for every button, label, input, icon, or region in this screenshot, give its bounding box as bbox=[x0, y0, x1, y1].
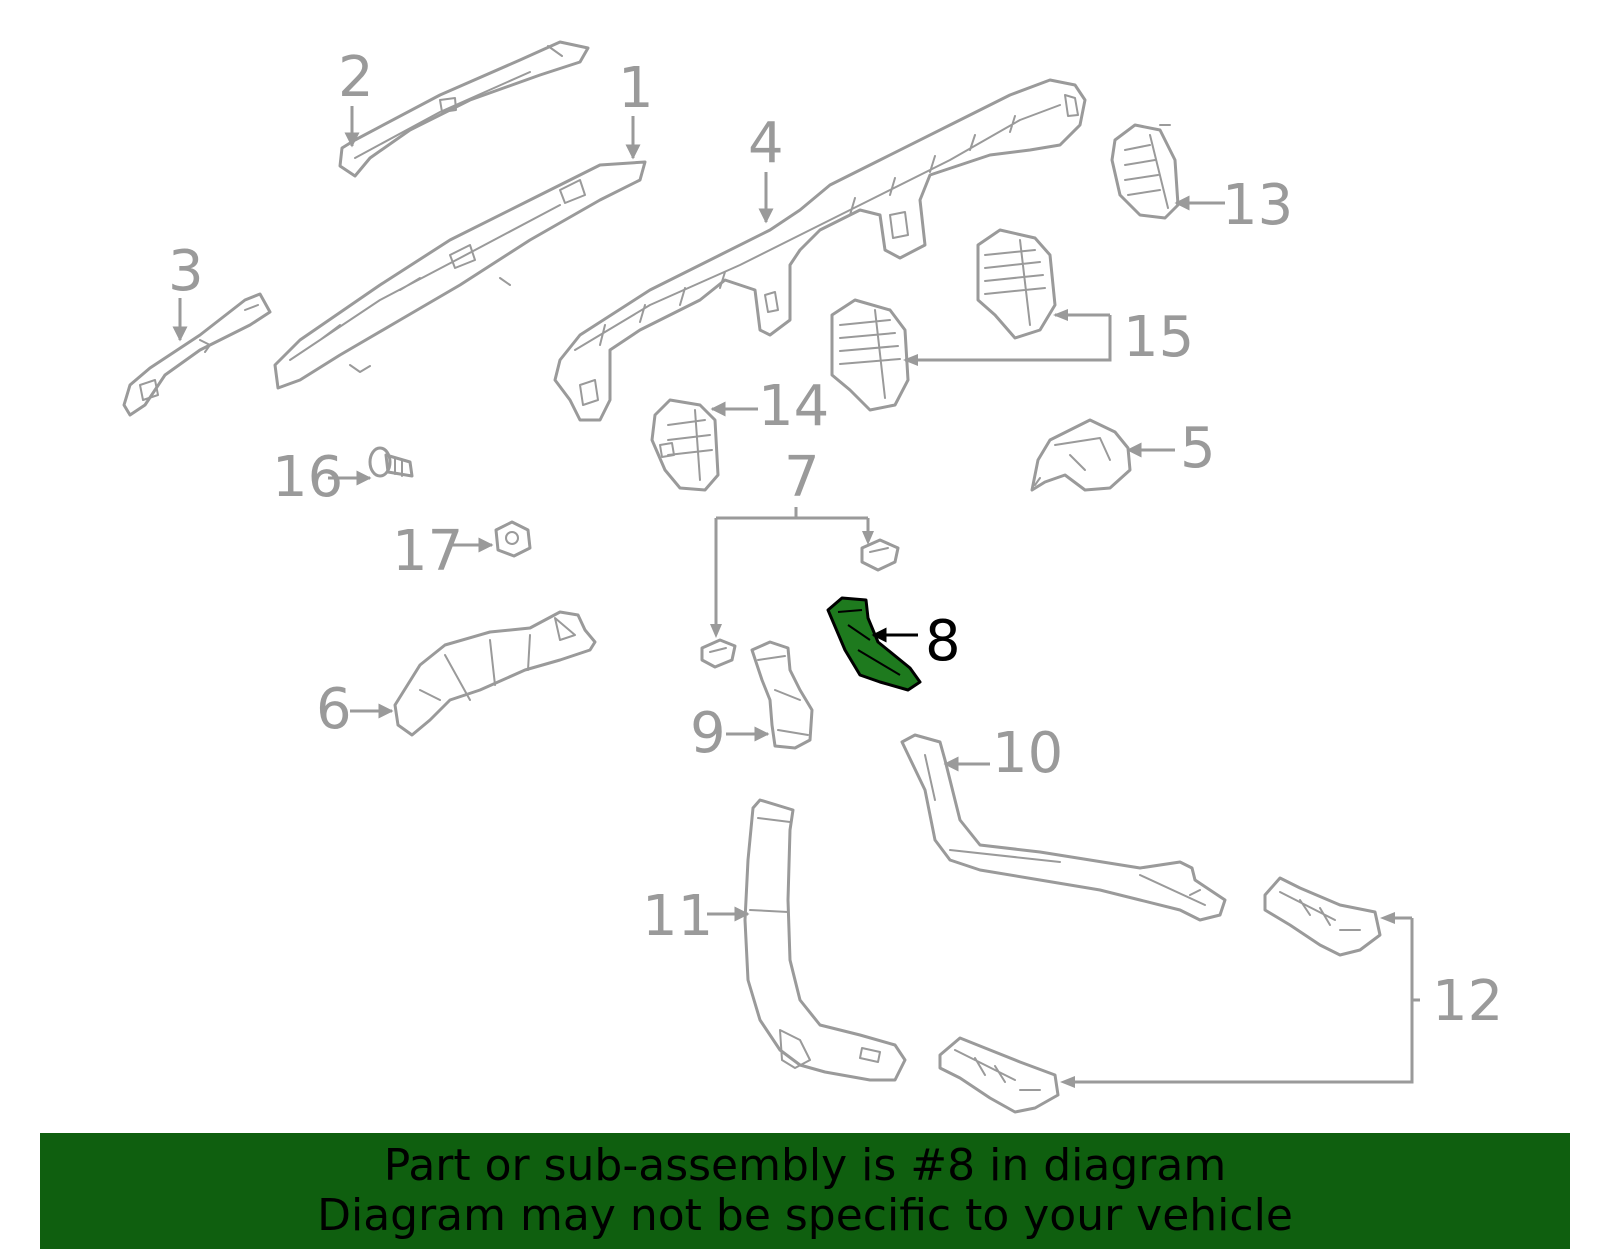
leader-7-arrow-lower bbox=[710, 624, 722, 638]
callout-6-label: 6 bbox=[316, 677, 352, 742]
callout-14-label: 14 bbox=[758, 374, 829, 439]
part-4-main-duct[interactable] bbox=[553, 78, 1087, 422]
part-17-nut[interactable] bbox=[494, 520, 532, 558]
callout-13-label: 13 bbox=[1222, 173, 1293, 238]
part-1-bracket[interactable] bbox=[273, 160, 647, 390]
leader-12-arrow-lower bbox=[1060, 1076, 1075, 1088]
callout-5-label: 5 bbox=[1180, 416, 1216, 481]
callout-17: 17 bbox=[392, 519, 494, 584]
part-5-bracket[interactable] bbox=[1030, 418, 1132, 492]
part-9-duct[interactable] bbox=[750, 640, 814, 750]
part-2-duct[interactable] bbox=[338, 40, 590, 178]
callout-16: 16 bbox=[272, 445, 372, 510]
callout-3: 3 bbox=[168, 239, 204, 342]
part-10-duct[interactable] bbox=[900, 733, 1227, 922]
callout-5: 5 bbox=[1126, 416, 1216, 481]
callout-1: 1 bbox=[618, 56, 654, 160]
leader-7 bbox=[714, 507, 870, 634]
part-13-vent[interactable] bbox=[1110, 123, 1180, 220]
callout-1-label: 1 bbox=[618, 56, 654, 121]
callout-8: 8 bbox=[871, 609, 961, 674]
callout-2-label: 2 bbox=[338, 45, 374, 110]
part-14-vent[interactable] bbox=[650, 398, 720, 492]
callout-4: 4 bbox=[748, 111, 784, 224]
callout-9-label: 9 bbox=[690, 701, 726, 766]
banner-line-2: Diagram may not be specific to your vehi… bbox=[317, 1190, 1293, 1241]
part-3-duct[interactable] bbox=[122, 292, 272, 417]
leader-15-arrow-upper bbox=[1053, 309, 1068, 321]
callout-7-label: 7 bbox=[784, 445, 820, 510]
part-15-vent-upper[interactable] bbox=[976, 228, 1057, 340]
info-banner: Part or sub-assembly is #8 in diagram Di… bbox=[40, 1133, 1570, 1249]
part-8-duct-highlighted[interactable] bbox=[826, 596, 922, 692]
part-7-clip-lower[interactable] bbox=[700, 638, 737, 669]
parts-diagram: 2 1 3 4 13 bbox=[122, 40, 1503, 1114]
callout-3-label: 3 bbox=[168, 239, 204, 304]
callout-8-label: 8 bbox=[925, 609, 961, 674]
callout-15: 15 bbox=[903, 305, 1194, 370]
leader-12 bbox=[1065, 916, 1420, 1084]
callout-14: 14 bbox=[710, 374, 829, 439]
part-11-duct[interactable] bbox=[743, 798, 907, 1082]
leader-15 bbox=[905, 313, 1112, 362]
banner-line-1: Part or sub-assembly is #8 in diagram bbox=[383, 1140, 1227, 1191]
callout-15-label: 15 bbox=[1123, 305, 1194, 370]
callout-4-label: 4 bbox=[748, 111, 784, 176]
callout-2: 2 bbox=[338, 45, 374, 148]
callout-9: 9 bbox=[690, 701, 770, 766]
callout-11: 11 bbox=[642, 884, 750, 949]
callout-10: 10 bbox=[943, 721, 1063, 786]
leader-15-arrow-lower bbox=[903, 354, 918, 366]
callout-10-label: 10 bbox=[992, 721, 1063, 786]
callout-11-label: 11 bbox=[642, 884, 713, 949]
callout-7: 7 bbox=[710, 445, 874, 638]
callout-6: 6 bbox=[316, 677, 394, 742]
leader-12-arrow-upper bbox=[1380, 912, 1395, 924]
part-6-duct[interactable] bbox=[393, 610, 597, 737]
callout-12: 12 bbox=[1060, 912, 1503, 1088]
part-16-screw[interactable] bbox=[368, 446, 414, 478]
callout-12-label: 12 bbox=[1432, 969, 1503, 1034]
part-7-clip-upper[interactable] bbox=[860, 538, 900, 572]
part-12-duct-lower[interactable] bbox=[938, 1036, 1060, 1114]
callout-13: 13 bbox=[1174, 173, 1293, 238]
callout-17-label: 17 bbox=[392, 519, 463, 584]
part-15-vent-lower[interactable] bbox=[830, 298, 910, 412]
leader-7-arrow-upper bbox=[862, 531, 874, 545]
part-12-duct-upper[interactable] bbox=[1263, 876, 1382, 957]
